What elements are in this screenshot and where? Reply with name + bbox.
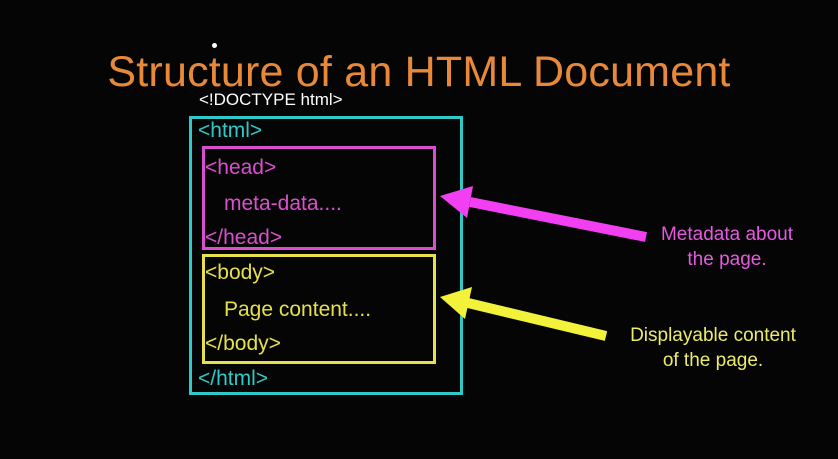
head-close-tag: </head> (205, 226, 283, 249)
body-close-tag: </body> (205, 332, 281, 355)
head-caption: Metadata about the page. (647, 222, 807, 272)
cursor-dot (212, 43, 217, 48)
head-content: meta-data.... (224, 192, 342, 215)
slide-title: Structure of an HTML Document (107, 48, 731, 96)
body-box (202, 254, 436, 364)
body-arrow-head (440, 287, 472, 319)
body-caption-line-1: Displayable content (630, 325, 796, 346)
html-box (189, 116, 463, 395)
body-content: Page content.... (224, 298, 372, 321)
head-open-tag: <head> (205, 156, 277, 179)
body-open-tag: <body> (205, 261, 276, 284)
body-caption: Displayable content of the page. (610, 323, 816, 373)
body-caption-line-2: of the page. (662, 350, 764, 371)
head-box (202, 146, 436, 250)
body-arrow-shaft (466, 298, 608, 341)
head-arrow-shaft (469, 197, 647, 242)
head-caption-line-2: the page. (687, 249, 767, 270)
head-caption-line-1: Metadata about (660, 224, 794, 245)
doctype-label: <!DOCTYPE html> (199, 90, 343, 109)
html-open-tag: <html> (198, 119, 263, 142)
html-close-tag: </html> (198, 367, 269, 390)
head-arrow-head (440, 186, 473, 218)
